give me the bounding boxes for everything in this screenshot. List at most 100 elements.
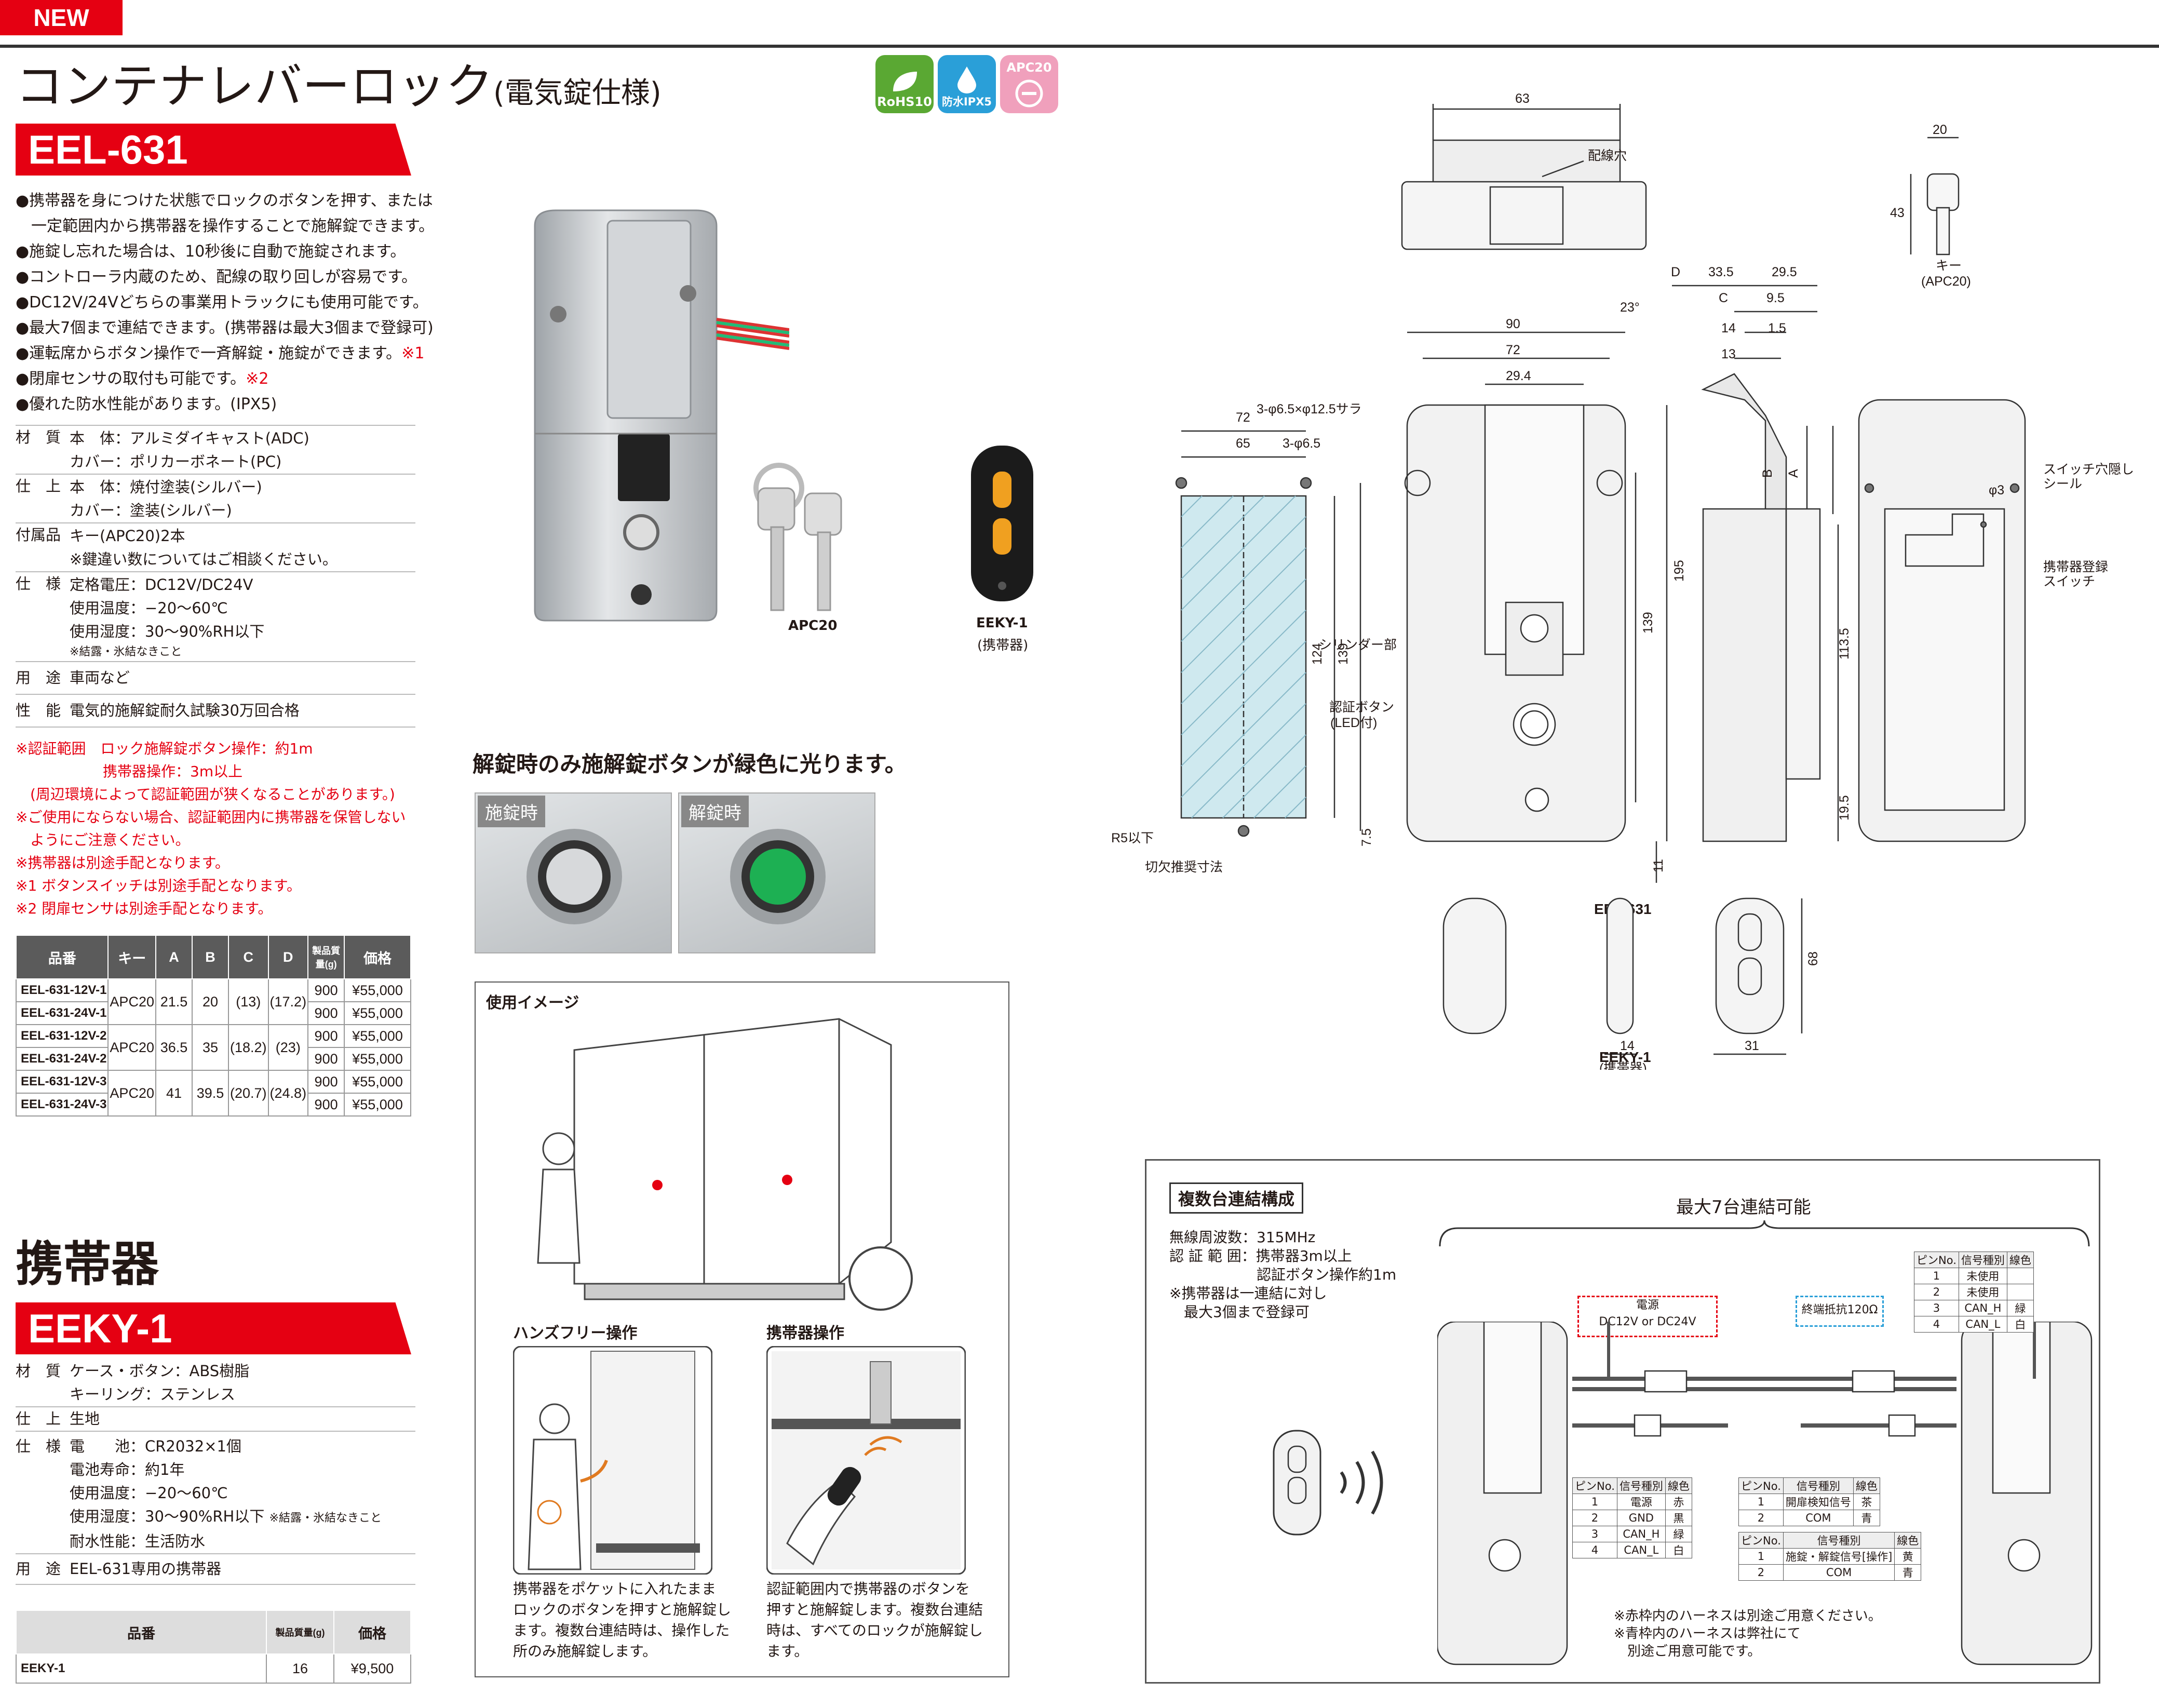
title-sub: (電気錠仕様): [493, 76, 662, 110]
dim-remote-14: 14: [1620, 1039, 1635, 1053]
dim-side-19-5: 19.5: [1837, 795, 1852, 821]
auth-button-label: 認証ボタン: [1329, 700, 1394, 715]
cutout-hole-label: 3-φ6.5: [1283, 436, 1320, 451]
register-switch-sublabel: スイッチ: [2043, 574, 2095, 589]
note-line: (周辺環境によって認証範囲が狭くなることがあります。): [16, 786, 395, 803]
dim-cutout-124: 124: [1310, 643, 1325, 665]
unlocked-panel: 解錠時: [678, 792, 875, 953]
dim-side-33-5: 33.5: [1708, 265, 1734, 279]
usage-image-box: 使用イメージ ハンズフリー操作 携帯器操作 携帯器をポケットに入れたまま ロック…: [475, 981, 1009, 1677]
max-units-label: 最大7台連結可能: [1676, 1197, 1811, 1218]
dim-side-113-5: 113.5: [1837, 628, 1852, 660]
side-view: [1672, 285, 1839, 842]
spec-row-material: 材 質本 体：アルミダイキャスト(ADC)カバー：ポリカーボネート(PC): [16, 425, 415, 474]
handsfree-illustration: [513, 1346, 712, 1575]
note-line: 携帯器操作：3m以上: [16, 763, 243, 780]
spec-row-performance: 性 能電気的施解錠耐久試験30万回合格: [16, 694, 415, 728]
bracket-line: [1439, 1220, 2090, 1247]
spec-row-finish: 仕 上生地: [16, 1406, 415, 1431]
truck-illustration: [537, 1018, 913, 1311]
feature-item: 一定範囲内から携帯器を操作することで施解錠できます。: [16, 217, 435, 235]
dim-side-14: 14: [1721, 321, 1736, 335]
back-view: [1858, 399, 2026, 842]
wire-hole-label: 配線穴: [1588, 149, 1627, 163]
wiring-diagram: [1437, 1322, 2093, 1665]
new-tag: NEW: [0, 0, 123, 35]
feature-item: ●施錠し忘れた場合は、10秒後に自動で施錠されます。: [16, 243, 406, 261]
button-on-icon: [730, 829, 826, 924]
remote-op-desc: 認証範囲内で携帯器のボタンを 押すと施解錠します。複数台連結 時は、すべてのロッ…: [766, 1580, 983, 1660]
product-code: EEL-631: [28, 127, 188, 172]
cutout-hatch: [1181, 495, 1306, 818]
power-harness-box: 電源 DC12V or DC24V: [1577, 1296, 1718, 1337]
feature-item: ●運転席からボタン操作で一斉解錠・施錠ができます。※1: [16, 344, 425, 362]
dim-side-29-5: 29.5: [1772, 265, 1797, 279]
note-line: ※1 ボタンスイッチは別途手配となります。: [16, 877, 301, 894]
water-drop-icon: [957, 66, 976, 93]
spec-row-use: 用 途車両など: [16, 661, 415, 694]
handsfree-title: ハンズフリー操作: [513, 1324, 638, 1342]
remote-op-title: 携帯器操作: [766, 1324, 844, 1342]
spec-row-accessory: 付属品キー(APC20)2本※鍵違い数についてはご相談ください。: [16, 522, 415, 571]
multi-footnotes: ※赤枠内のハーネスは別途ご用意ください。 ※青枠内のハーネスは弊社にて 別途ご用…: [1614, 1608, 1882, 1659]
spec-row-material: 材 質ケース・ボタン：ABS樹脂キーリング：ステンレス: [16, 1362, 250, 1403]
title-main: コンテナレバーロック: [16, 59, 494, 114]
usage-title: 使用イメージ: [486, 994, 579, 1012]
dim-side-D: D: [1671, 265, 1680, 279]
cutout-caption: 切欠推奨寸法: [1145, 860, 1223, 875]
spec-table: 材 質本 体：アルミダイキャスト(ADC)カバー：ポリカーボネート(PC) 仕 …: [16, 425, 415, 728]
dim-side-angle: 23°: [1620, 300, 1640, 315]
dim-cutout-7-5: 7.5: [1359, 828, 1374, 846]
auth-button-sublabel: (LED付): [1330, 716, 1377, 730]
table-header-row: 品番 キー A B C D 製品質量(g) 価格: [15, 935, 411, 979]
remote-photo: [971, 446, 1033, 601]
dim-front-72: 72: [1506, 343, 1520, 357]
remote-photo-label: EEKY-1: [976, 615, 1028, 631]
dim-side-C: C: [1719, 291, 1728, 305]
key-sublabel: (APC20): [1921, 274, 1971, 289]
multi-connection-box: 複数台連結構成 無線周波数：315MHz 認 証 範 囲：携帯器3m以上 認証ボ…: [1145, 1159, 2100, 1684]
page-title: コンテナレバーロック(電気錠仕様): [16, 58, 662, 122]
lock-product-photo: [534, 209, 789, 622]
feature-item: ●閉扉センサの取付も可能です。※2: [16, 370, 269, 388]
dim-front-195: 195: [1672, 560, 1686, 582]
apc20-badge: APC20: [1000, 55, 1058, 113]
register-switch-label: 携帯器登録: [2043, 560, 2108, 574]
dim-side-B: B: [1760, 469, 1775, 478]
cutout-drawing: [1175, 430, 1361, 837]
note-line: ※認証範囲 ロック施解錠ボタン操作：約1m: [16, 740, 313, 757]
dim-front-139: 139: [1641, 612, 1655, 634]
product-code-remote: EEKY-1: [28, 1306, 172, 1351]
dim-side-1-5: 1.5: [1768, 321, 1786, 335]
feature-item: ●最大7個まで連結できます。(携帯器は最大3個まで登録可): [16, 319, 434, 337]
dim-side-A: A: [1786, 469, 1801, 478]
cylinder-label: シリンダー部: [1319, 638, 1397, 652]
front-view: [1404, 331, 1668, 883]
switch-seal-sublabel: シール: [2043, 477, 2082, 491]
section-title-remote: 携帯器: [16, 1236, 159, 1292]
dim-top-width: 63: [1515, 91, 1530, 106]
notes-block: ※認証範囲 ロック施解錠ボタン操作：約1m 携帯器操作：3m以上 (周辺環境によ…: [16, 737, 415, 920]
button-off-icon: [527, 829, 622, 924]
feature-item: ●優れた防水性能があります。(IPX5): [16, 395, 277, 413]
remote-drawings: [1442, 897, 1803, 1055]
dim-side-13: 13: [1721, 347, 1736, 361]
spec-row-finish: 仕 上本 体：焼付塗装(シルバー)カバー：塗装(シルバー): [16, 474, 415, 522]
key-minus-icon: [1015, 79, 1043, 107]
switch-seal-label: スイッチ穴隠し: [2043, 462, 2134, 477]
remote-signal-icon: [1273, 1430, 1383, 1536]
feature-item: ●コントローラ内蔵のため、配線の取り回しが容易です。: [16, 268, 417, 286]
terminator-box: 終端抵抗120Ω: [1796, 1296, 1884, 1327]
